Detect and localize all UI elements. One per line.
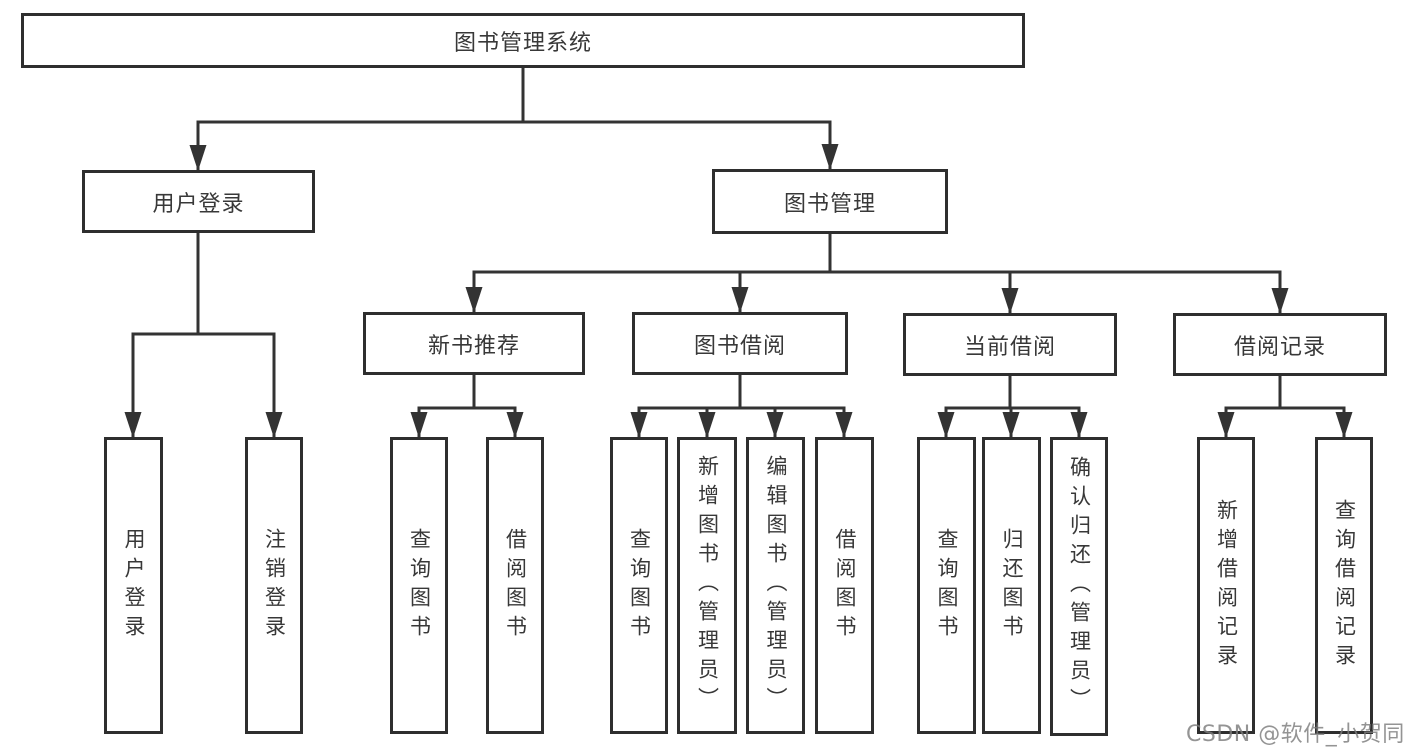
node-book-management: 图书管理 bbox=[712, 169, 948, 234]
leaf-current-query-books: 查询图书 bbox=[917, 437, 976, 734]
leaf-current-return-books: 归还图书 bbox=[982, 437, 1041, 734]
leaf-borrow-borrow-books: 借阅图书 bbox=[815, 437, 874, 734]
node-new-book-recommend: 新书推荐 bbox=[363, 312, 585, 375]
leaf-label: 查询图书 bbox=[407, 527, 432, 644]
leaf-label: 注销登录 bbox=[262, 527, 287, 644]
leaf-user-login: 用户登录 bbox=[104, 437, 163, 734]
leaf-recommend-query-books: 查询图书 bbox=[390, 437, 448, 734]
leaf-records-add-record: 新增借阅记录 bbox=[1197, 437, 1255, 734]
leaf-label: 确认归还（管理员） bbox=[1067, 456, 1092, 717]
leaf-label: 查询借阅记录 bbox=[1332, 498, 1357, 673]
leaf-records-query-record: 查询借阅记录 bbox=[1315, 437, 1373, 734]
leaf-label: 查询图书 bbox=[627, 527, 652, 644]
node-book-borrow: 图书借阅 bbox=[632, 312, 848, 375]
leaf-borrow-add-books-admin: 新增图书（管理员） bbox=[677, 437, 737, 734]
node-current-borrow: 当前借阅 bbox=[903, 313, 1117, 376]
node-user-login: 用户登录 bbox=[82, 170, 315, 233]
csdn-watermark: CSDN @软件_小贺同学 bbox=[1186, 722, 1405, 747]
leaf-current-confirm-return-admin: 确认归还（管理员） bbox=[1050, 437, 1108, 736]
leaf-label: 归还图书 bbox=[1000, 527, 1024, 644]
leaf-label: 借阅图书 bbox=[503, 527, 528, 644]
leaf-borrow-query-books: 查询图书 bbox=[610, 437, 668, 734]
leaf-label: 用户登录 bbox=[122, 527, 146, 644]
node-borrow-records: 借阅记录 bbox=[1173, 313, 1387, 376]
node-library-system: 图书管理系统 bbox=[21, 13, 1025, 68]
leaf-logout: 注销登录 bbox=[245, 437, 303, 734]
leaf-label: 新增借阅记录 bbox=[1214, 498, 1239, 673]
leaf-label: 新增图书（管理员） bbox=[695, 455, 720, 716]
leaf-recommend-borrow-books: 借阅图书 bbox=[486, 437, 544, 734]
leaf-borrow-edit-books-admin: 编辑图书（管理员） bbox=[746, 437, 805, 734]
leaf-label: 借阅图书 bbox=[833, 527, 857, 644]
leaf-label: 查询图书 bbox=[935, 527, 959, 644]
leaf-label: 编辑图书（管理员） bbox=[764, 455, 788, 716]
